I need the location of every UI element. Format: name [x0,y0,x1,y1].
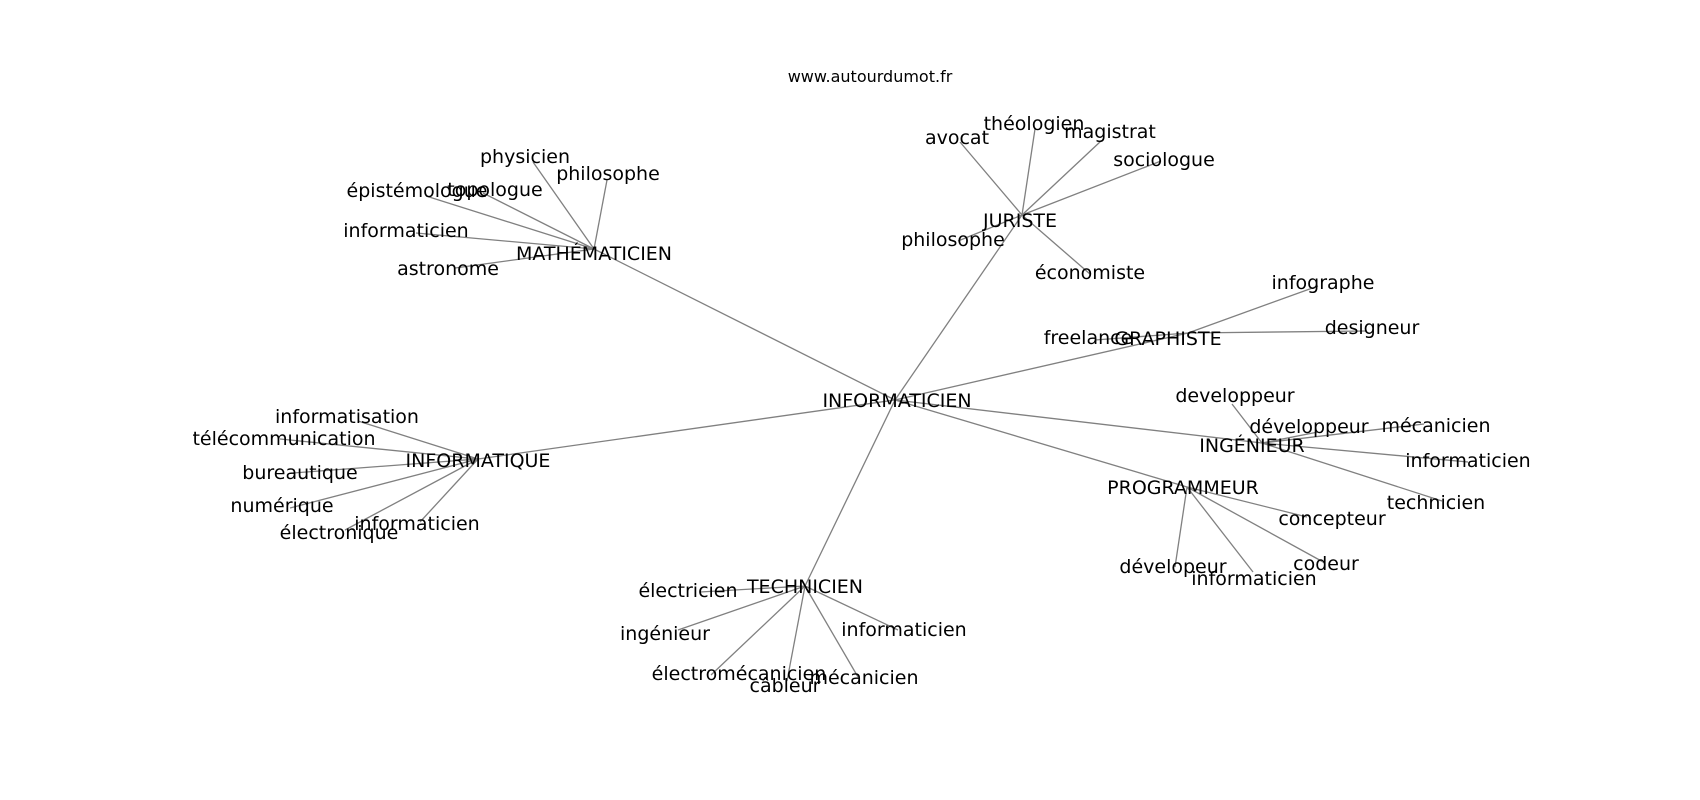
word-node-label: épistémologue [347,180,488,202]
edge-center-to-hub [804,399,896,587]
hub-node-label: INGÉNIEUR [1199,434,1304,457]
edge-center-to-hub [894,399,1263,444]
edge-hub-to-word [357,420,479,460]
hub-node-label: MATHÉMATICIEN [516,242,672,265]
word-node-label: théologien [984,113,1085,135]
word-node-label: technicien [1387,492,1485,514]
word-node-label: bureautique [242,462,357,484]
hub-node-label: TECHNICIEN [746,576,863,598]
hub-node-label: GRAPHISTE [1114,328,1221,350]
word-node-label: électronique [280,522,399,544]
edge-center-to-hub [593,248,896,401]
word-node-label: sociologue [1113,149,1215,171]
edge-hub-to-word [1021,140,1102,216]
edge-center-to-hub [477,399,896,460]
edge-hub-to-word [804,585,859,678]
edge-hub-to-word [292,458,479,474]
word-node-label: informaticien [354,513,479,535]
word-node-label: ingénieur [620,623,710,645]
edge-hub-to-word [804,585,899,631]
edge-hub-to-word [1261,423,1425,444]
word-node-label: dévelopeur [1119,556,1226,578]
edge-hub-to-word [344,458,479,531]
word-node-label: électromécanicien [652,663,827,685]
word-node-label: concepteur [1278,508,1385,530]
word-node-label: codeur [1293,553,1359,575]
edge-hub-to-word [419,458,479,523]
word-node-label: astronome [397,258,499,280]
graph-edges [279,128,1469,682]
word-node-label: télécommunication [192,428,375,450]
hub-node-label: PROGRAMMEUR [1107,477,1259,499]
edge-hub-to-word [1186,486,1254,573]
edge-hub-to-word [1187,285,1319,334]
word-node-label: designeur [1325,317,1420,339]
word-node-label: infographe [1272,272,1375,294]
edge-center-to-hub [894,214,1023,401]
edge-hub-to-word [279,438,479,460]
word-node-label: mécanicien [809,667,918,689]
edge-hub-to-word [454,248,595,269]
word-node-label: philosophe [901,229,1005,251]
word-node-label: physicien [480,146,570,168]
edge-hub-to-word [699,585,806,593]
word-node-label: philosophe [556,163,660,185]
edge-hub-to-word [786,585,806,682]
edge-hub-to-word [959,141,1023,216]
edge-hub-to-word [1186,486,1326,564]
edge-hub-to-word [957,214,1023,242]
word-node-label: topologue [447,179,542,201]
word-node-label: informaticien [343,220,468,242]
site-credit: www.autourdumot.fr [788,67,953,86]
edge-hub-to-word [1021,214,1091,275]
edge-center-to-hub [894,332,1189,401]
edge-hub-to-word [1261,431,1319,444]
edge-hub-to-word [532,161,595,250]
edge-hub-to-word [710,585,806,676]
word-node-label: magistrat [1064,121,1156,143]
edge-hub-to-word [677,585,806,631]
center-node-label: INFORMATICIEN [822,390,971,412]
word-node-label: avocat [925,127,989,149]
word-node-label: développeur [1249,416,1368,438]
word-node-label: numérique [230,495,333,517]
word-node-label: informaticien [1405,450,1530,472]
edge-hub-to-word [1261,442,1443,502]
word-node-label: informaticien [841,619,966,641]
word-node-label: freelance [1044,327,1133,349]
word-node-label: developpeur [1175,385,1294,407]
word-node-label: économiste [1035,262,1145,284]
edge-hub-to-word [482,192,595,250]
edge-hub-to-word [1174,486,1188,568]
edge-hub-to-word [1261,442,1469,463]
word-node-label: électricien [638,580,737,602]
word-node-label: mécanicien [1381,415,1490,437]
edge-hub-to-word [1186,486,1308,518]
edge-hub-to-word [1187,330,1368,334]
edge-hub-to-word [425,195,595,250]
word-node-label: informaticien [1191,568,1316,590]
word-node-label: câbleur [750,675,821,697]
edge-hub-to-word [1021,128,1036,216]
hub-node-label: INFORMATIQUE [406,450,551,472]
edge-center-to-hub [894,399,1188,488]
edge-hub-to-word [593,179,608,250]
graph-labels: www.autourdumot.fr INFORMATICIEN MATHÉMAT… [192,67,1530,697]
hub-node-label: JURISTE [982,210,1057,232]
edge-hub-to-word [1021,160,1162,216]
edge-hub-to-word [289,458,479,509]
edge-hub-to-word [415,232,595,250]
word-node-label: informatisation [275,406,419,428]
edge-hub-to-word [1094,332,1189,341]
edge-hub-to-word [1231,403,1263,444]
